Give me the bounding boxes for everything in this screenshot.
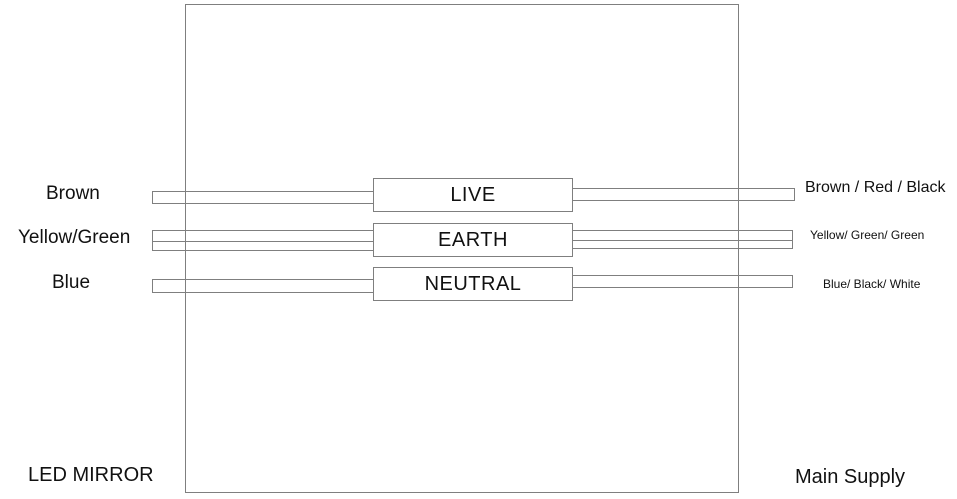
- device-wire-label-brown: Brown: [46, 183, 100, 204]
- device-wire-label-yellow-green: Yellow/Green: [18, 227, 131, 248]
- device-caption: LED MIRROR: [28, 464, 154, 486]
- terminal-label-neutral: NEUTRAL: [424, 272, 522, 295]
- supply-wire-label-live: Brown / Red / Black: [805, 179, 946, 196]
- terminal-box-earth: EARTH: [373, 223, 573, 257]
- wire-yellow-green-device-midline: [153, 240, 373, 242]
- wire-blue-device: [152, 279, 374, 293]
- terminal-box-neutral: NEUTRAL: [373, 267, 573, 301]
- wire-neutral-supply: [572, 275, 793, 288]
- supply-wire-label-earth: Yellow/ Green/ Green: [810, 228, 925, 242]
- wire-earth-supply-midline: [573, 239, 792, 241]
- terminal-label-live: LIVE: [450, 183, 496, 206]
- supply-caption: Main Supply: [795, 466, 906, 488]
- wire-yellow-green-device: [152, 230, 374, 251]
- supply-wire-label-neutral: Blue/ Black/ White: [823, 277, 921, 291]
- wire-earth-supply: [572, 230, 793, 249]
- terminal-label-earth: EARTH: [438, 228, 508, 251]
- wire-live-supply: [572, 188, 795, 201]
- terminal-box-live: LIVE: [373, 178, 573, 212]
- device-wire-label-blue: Blue: [52, 272, 91, 293]
- wire-brown-device: [152, 191, 374, 204]
